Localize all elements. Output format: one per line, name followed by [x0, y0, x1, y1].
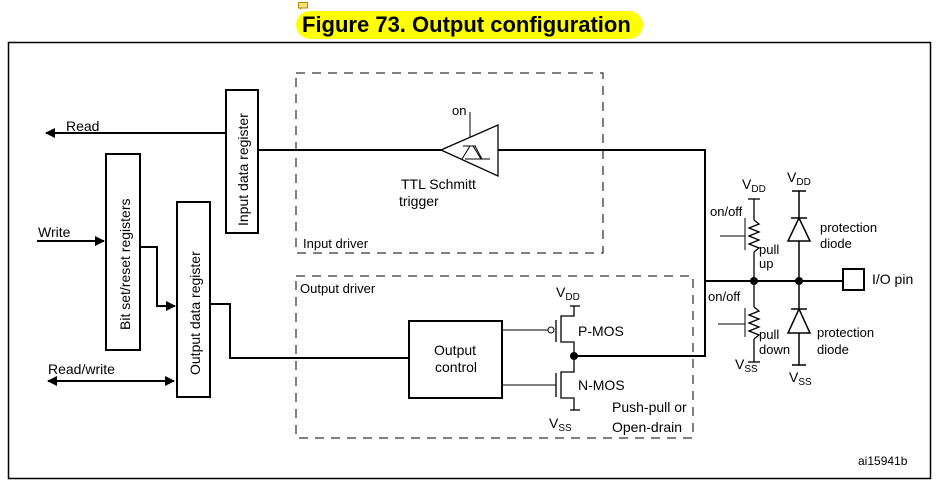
- diode-bottom-icon: [786, 307, 812, 334]
- pull-up-label-line2: up: [759, 256, 773, 271]
- odr-to-output-control-wire: [210, 303, 409, 359]
- figure-caption: Figure 73. Output configuration: [0, 0, 940, 42]
- input-data-register-label: Input data register: [235, 113, 251, 226]
- bsrr-to-odr-wire: [140, 246, 176, 311]
- n-mos-transistor: N-MOS VSS: [502, 356, 625, 434]
- input-driver-block: Input driver: [295, 72, 604, 254]
- output-node-to-pin-wire: [574, 281, 706, 357]
- output-driver-label: Output driver: [300, 281, 376, 296]
- input-data-register: Input data register: [225, 89, 259, 234]
- write-signal: Write: [37, 224, 105, 246]
- ttl-schmitt-trigger: on TTL Schmitt trigger: [399, 103, 499, 209]
- diode-bottom-vss-label: VSS: [789, 369, 812, 388]
- diode-bottom-label-line1: protection: [817, 325, 874, 340]
- read-label: Read: [66, 118, 99, 134]
- pull-up-resistor-icon: [747, 219, 761, 253]
- io-pin-pad: [842, 268, 865, 291]
- pull-down-label-line1: pull: [759, 327, 779, 342]
- schmitt-label-line1: TTL Schmitt: [401, 176, 476, 192]
- protection-diode-top: protection diode VDD: [786, 169, 877, 281]
- p-mos-transistor: P-MOS VDD: [502, 284, 624, 356]
- diode-top-label-line2: diode: [820, 236, 852, 251]
- pull-up-switch-label: on/off: [710, 204, 743, 219]
- bit-set-reset-registers: Bit set/reset registers: [105, 153, 141, 351]
- output-control-block: Output control: [408, 320, 503, 399]
- read-signal: Read: [45, 118, 226, 138]
- output-mode-line1: Push-pull or: [612, 399, 687, 415]
- read-write-label: Read/write: [48, 361, 115, 377]
- protection-diode-bottom: protection diode VSS: [786, 281, 874, 388]
- output-vdd-label: VDD: [556, 284, 580, 303]
- schmitt-label-line2: trigger: [399, 193, 439, 209]
- figure-title: Figure 73. Output configuration: [296, 11, 643, 39]
- diode-top-vdd-label: VDD: [787, 169, 811, 188]
- output-driver-block: Output driver: [295, 275, 694, 439]
- output-control-line1: Output: [434, 342, 476, 358]
- pull-up-label-line1: pull: [759, 242, 779, 257]
- io-pin-label: I/O pin: [872, 271, 913, 287]
- diode-top-label-line1: protection: [820, 220, 877, 235]
- output-control-line2: control: [435, 359, 477, 375]
- write-label: Write: [38, 224, 71, 240]
- p-mos-inversion-bubble: [547, 326, 555, 334]
- schmitt-hysteresis-icon: [463, 145, 490, 160]
- pull-up-vdd-label: VDD: [742, 176, 766, 195]
- outer-frame: [7, 41, 932, 480]
- p-mos-label: P-MOS: [578, 323, 624, 339]
- pull-down-vss-label: VSS: [735, 356, 758, 375]
- pull-up-resistor: on/off pull up VDD: [710, 176, 779, 281]
- read-write-signal: Read/write: [47, 361, 175, 386]
- output-data-register: Output data register: [176, 201, 211, 398]
- output-vss-label: VSS: [549, 415, 572, 434]
- diode-bottom-label-line2: diode: [817, 342, 849, 357]
- n-mos-label: N-MOS: [578, 377, 625, 393]
- output-mode-line2: Open-drain: [612, 419, 682, 435]
- pull-down-label-line2: down: [759, 342, 790, 357]
- output-data-register-label: Output data register: [187, 251, 203, 375]
- diode-top-icon: [786, 216, 812, 242]
- schmitt-enable-label: on: [452, 103, 466, 118]
- comment-icon[interactable]: [298, 2, 308, 10]
- io-pin: I/O pin: [842, 268, 913, 291]
- bit-set-reset-label: Bit set/reset registers: [117, 199, 133, 331]
- figure-reference-id: ai15941b: [858, 454, 908, 468]
- pull-down-switch-label: on/off: [708, 289, 741, 304]
- pull-down-resistor: on/off pull down VSS: [708, 281, 790, 375]
- input-driver-label: Input driver: [303, 236, 369, 251]
- pin-to-schmitt-wire: [498, 149, 706, 281]
- pull-down-resistor-icon: [747, 306, 761, 340]
